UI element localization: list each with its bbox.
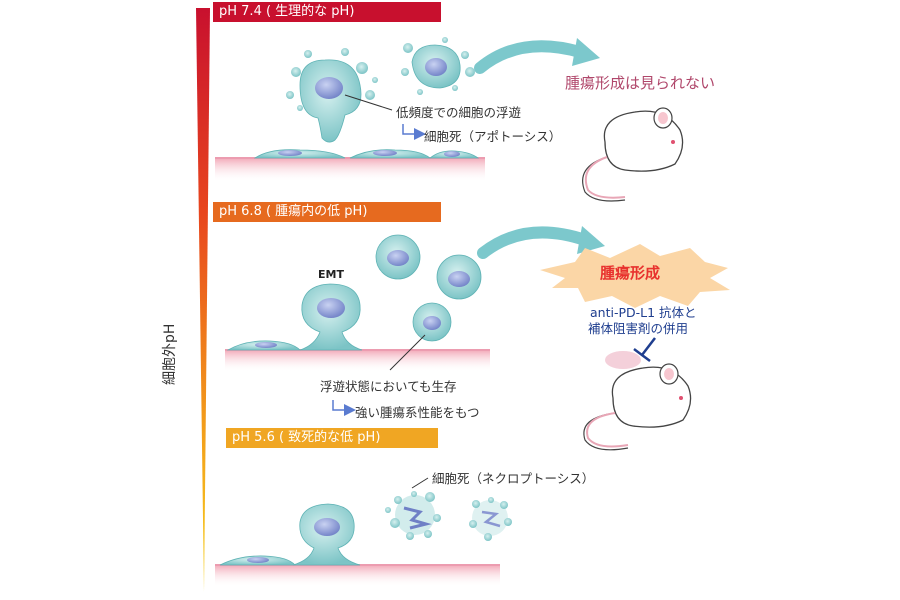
apoptotic-cell (286, 48, 378, 143)
mouse-icon (582, 107, 684, 202)
adherent-cell (292, 503, 361, 566)
band-ph68: pH 6.8 ( 腫瘍内の低 pH) (213, 202, 441, 222)
bent-arrow-icon (332, 400, 356, 416)
apoptotic-cell (401, 37, 475, 95)
pointer-line (411, 477, 429, 489)
note-low-frequency-floating: 低頻度での細胞の浮遊 (396, 105, 522, 120)
necroptotic-cell (385, 491, 441, 540)
starburst-icon (540, 244, 730, 308)
surface-3 (215, 565, 500, 587)
pointer-line (344, 94, 393, 111)
bent-arrow-icon (402, 124, 426, 140)
emt-label: EMT (318, 268, 344, 281)
band-ph56: pH 5.6 ( 致死的な低 pH) (226, 428, 438, 448)
pointer-line (389, 334, 426, 371)
floating-cell (412, 302, 452, 342)
outcome-no-tumor: 腫瘍形成は見られない (565, 74, 716, 92)
floating-cell (375, 234, 421, 280)
band-ph74: pH 7.4 ( 生理的な pH) (213, 2, 441, 22)
emt-cell (299, 283, 363, 351)
treatment-line-2: 補体阻害剤の併用 (588, 321, 689, 336)
note-survive-floating: 浮遊状態においても生存 (320, 379, 457, 394)
note-apoptosis: 細胞死（アポトーシス） (424, 129, 562, 144)
note-strong-tumorigenicity: 強い腫瘍系性能をもつ (355, 405, 480, 420)
floating-cell (436, 254, 482, 300)
curved-arrow-icon (474, 40, 586, 74)
necroptotic-cell (469, 497, 512, 541)
note-necroptosis: 細胞死（ネクロプトーシス） (432, 471, 595, 486)
outcome-tumor: 腫瘍形成 (600, 264, 661, 282)
surface-1 (215, 158, 485, 182)
surface-2 (225, 350, 490, 372)
inhibit-tbar-icon (633, 337, 656, 362)
curved-arrow-icon (477, 226, 591, 259)
mouse-icon (583, 351, 692, 451)
treatment-line-1: anti-PD-L1 抗体と (590, 305, 697, 320)
